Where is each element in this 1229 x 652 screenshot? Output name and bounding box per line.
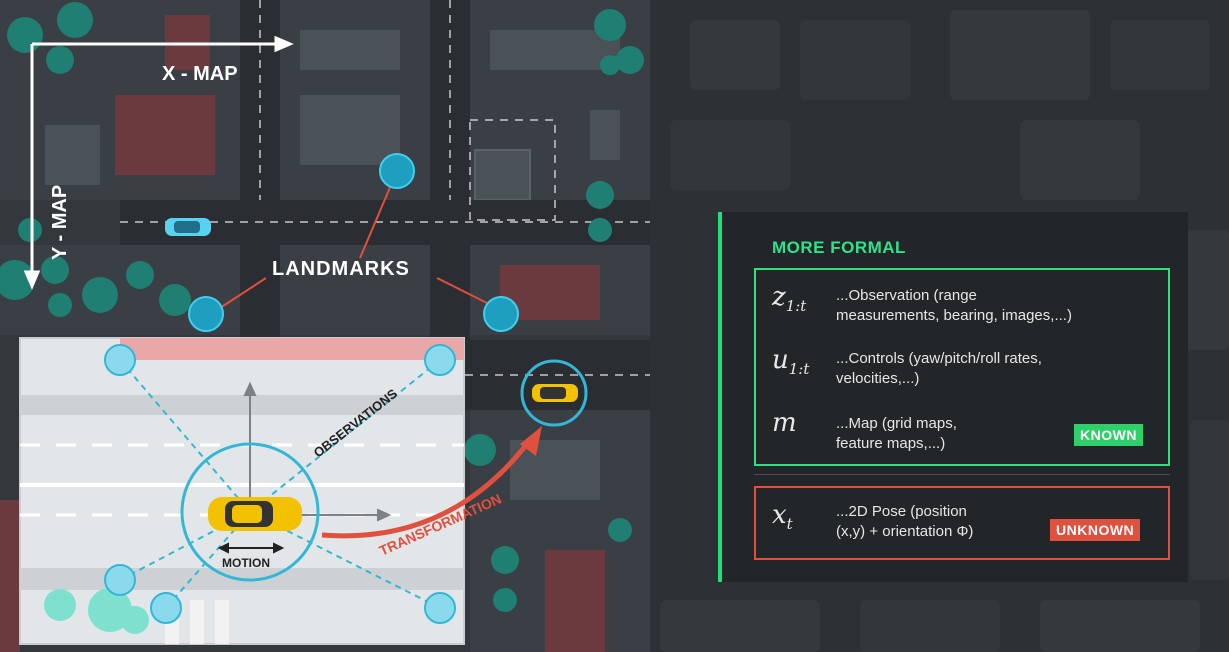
pose-description: ...2D Pose (position (x,y) + orientation… xyxy=(836,503,974,540)
car-map-small xyxy=(165,218,211,236)
motion-arrow xyxy=(217,542,285,554)
formal-definition-panel: MORE FORMAL z1:t ...Observation (range m… xyxy=(718,212,1188,582)
known-variables-box: z1:t ...Observation (range measurements,… xyxy=(754,268,1170,466)
inset-street-view xyxy=(19,337,465,645)
panel-divider xyxy=(754,474,1170,475)
map-axes xyxy=(23,35,294,290)
map-description: ...Map (grid maps, feature maps,...) xyxy=(836,415,957,452)
car-range-circle xyxy=(180,442,320,582)
car-frame-axes xyxy=(243,381,392,522)
landmarks-inset xyxy=(104,344,456,624)
map-symbol: m xyxy=(772,408,797,438)
car-map-target xyxy=(520,359,588,427)
y-axis-label: Y - MAP xyxy=(49,185,71,260)
controls-symbol: u1:t xyxy=(772,345,810,379)
controls-description: ...Controls (yaw/pitch/roll rates, veloc… xyxy=(836,350,1042,387)
x-axis-label: X - MAP xyxy=(162,63,238,85)
transformation-arrow xyxy=(321,426,542,539)
observation-symbol: z1:t xyxy=(772,282,807,316)
landmarks-map xyxy=(188,153,519,332)
unknown-variables-box: xt ...2D Pose (position (x,y) + orientat… xyxy=(754,486,1170,560)
panel-title: MORE FORMAL xyxy=(772,238,906,257)
observation-description: ...Observation (range measurements, bear… xyxy=(836,287,1072,324)
trees xyxy=(0,2,644,612)
motion-label: MOTION xyxy=(222,556,270,570)
landmarks-label: LANDMARKS xyxy=(272,258,410,280)
pose-symbol: xt xyxy=(772,500,793,534)
car-inset xyxy=(208,497,302,531)
unknown-badge: UNKNOWN xyxy=(1050,519,1141,541)
blurred-blocks xyxy=(660,10,1229,652)
known-badge: KNOWN xyxy=(1074,424,1143,446)
